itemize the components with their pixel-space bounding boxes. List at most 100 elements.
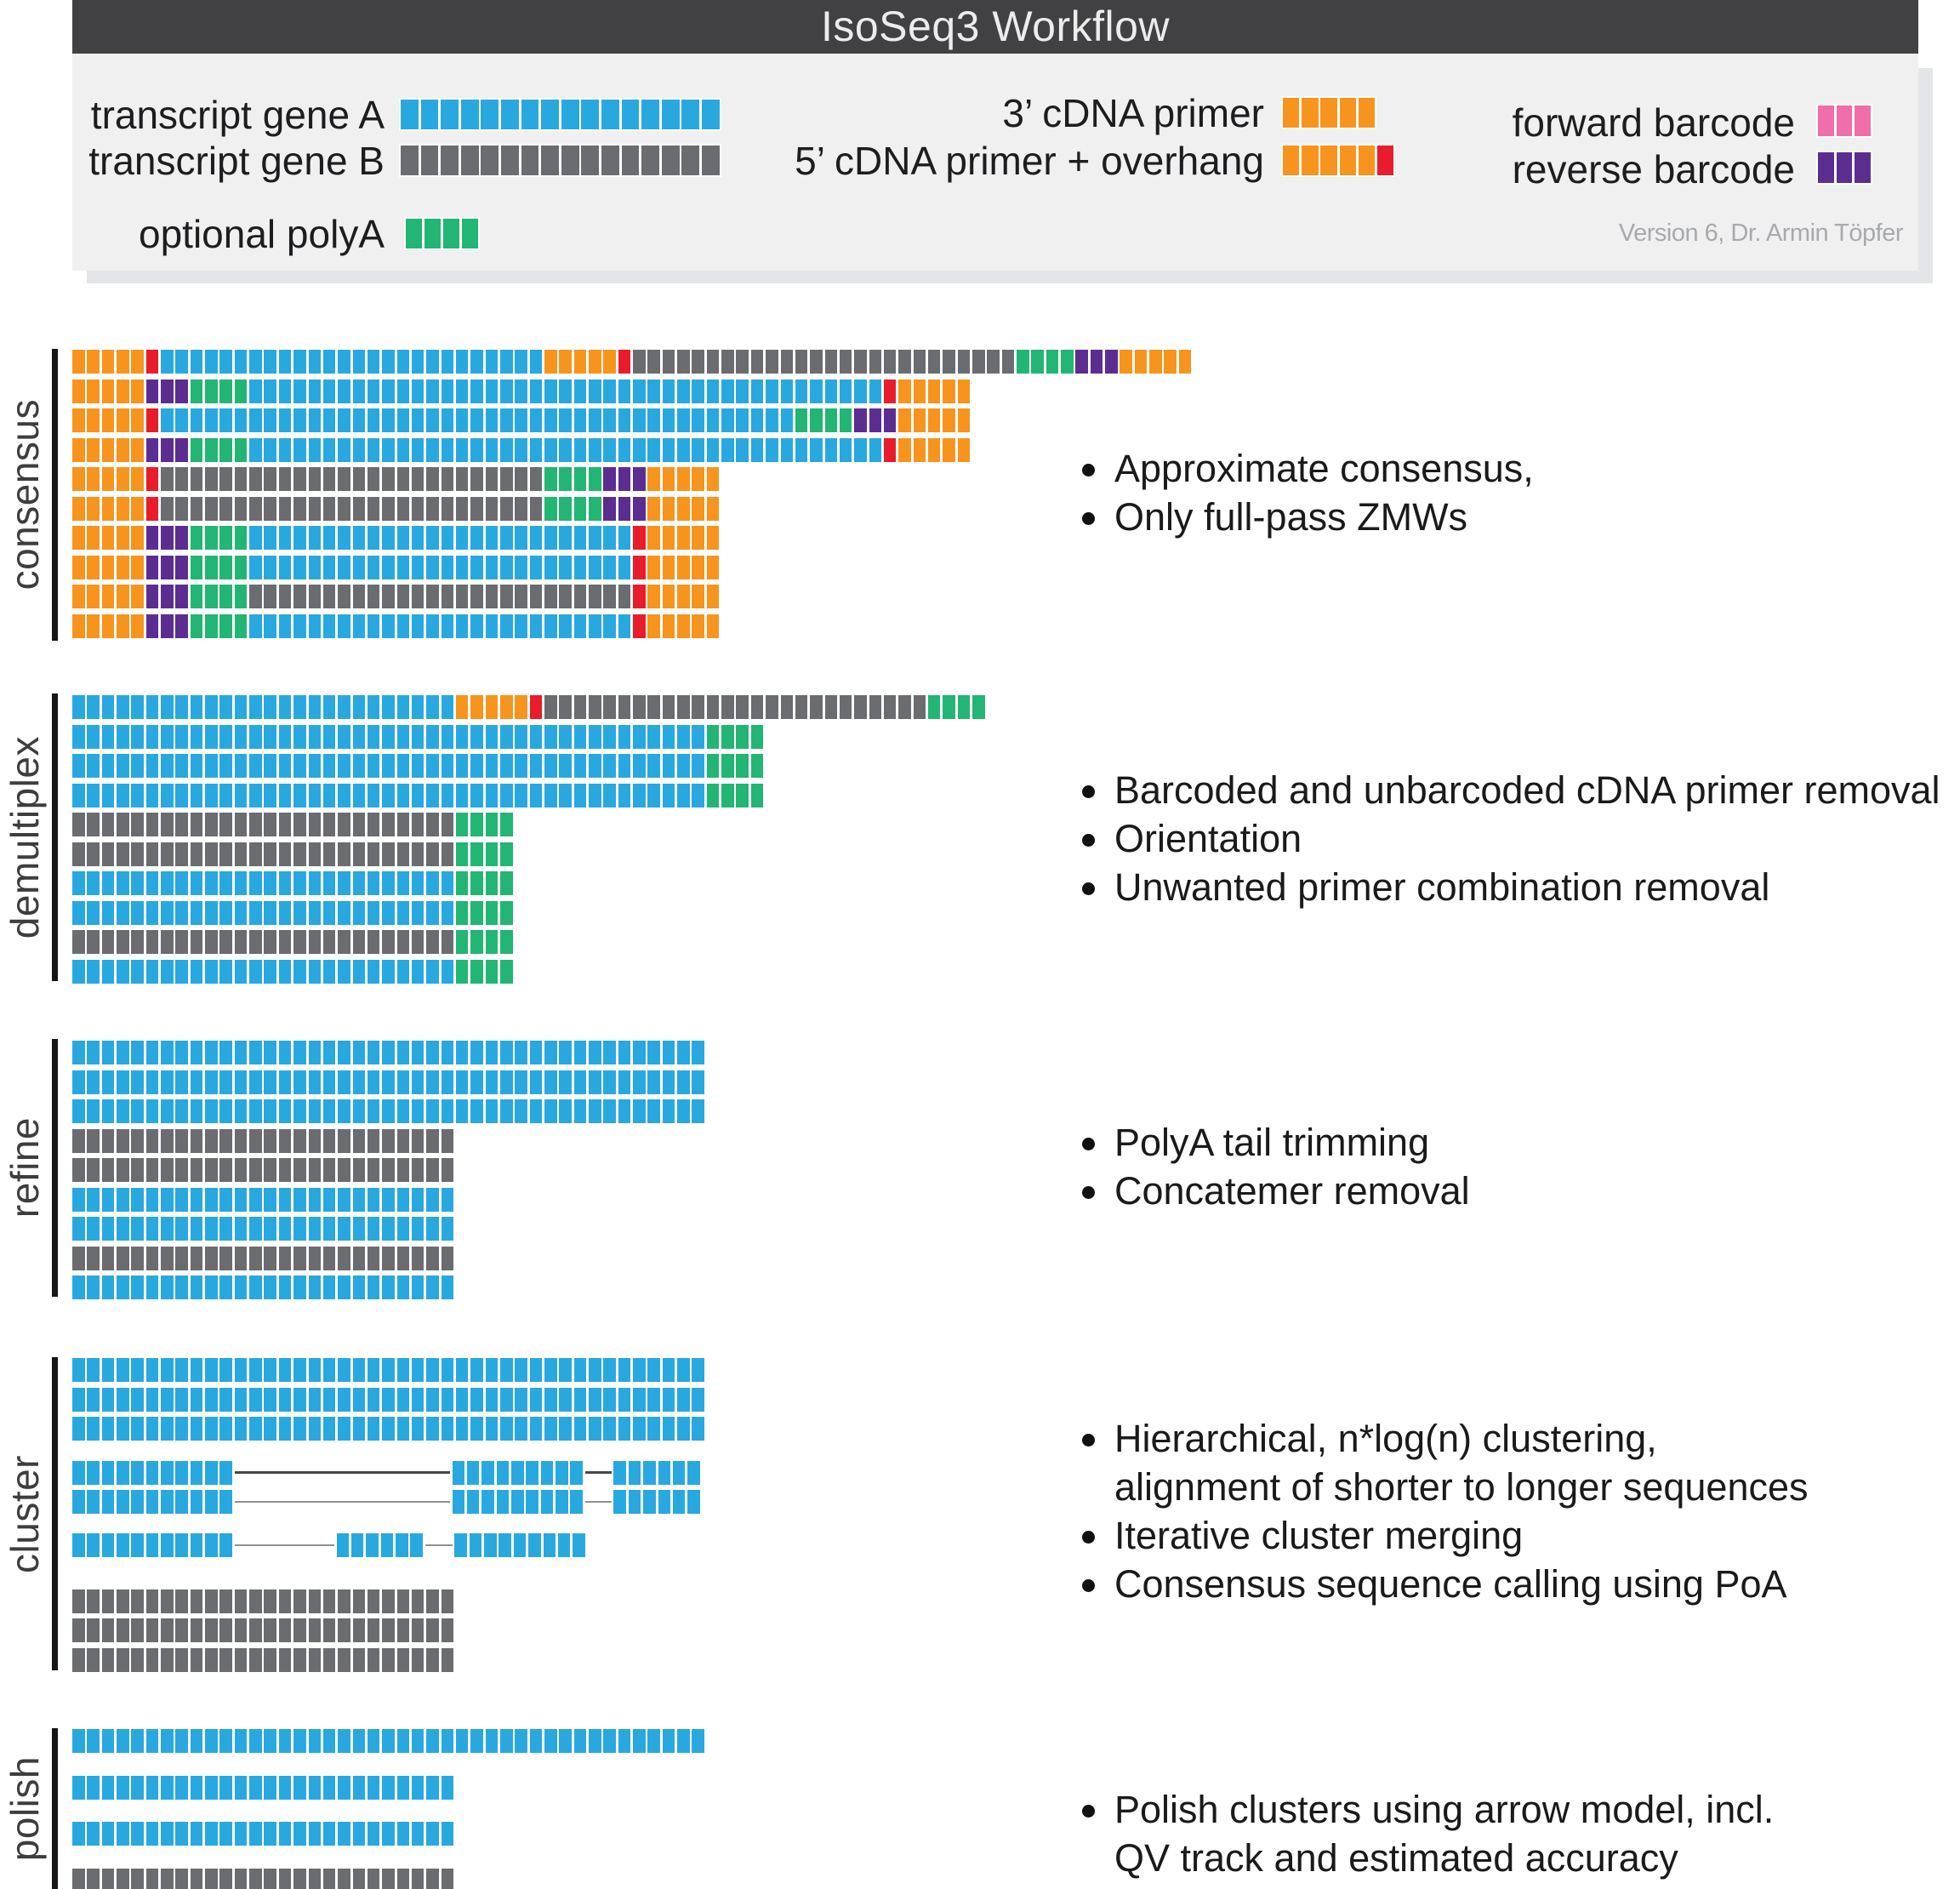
blue-square: [367, 379, 380, 403]
gray-square: [662, 350, 675, 374]
blue-square: [454, 1533, 467, 1557]
blue-square: [190, 350, 203, 374]
section-bar-refine: [52, 1039, 58, 1297]
blue-square: [161, 695, 174, 719]
blue-square: [426, 900, 439, 925]
gray-square: [382, 585, 395, 608]
blue-square: [190, 1217, 203, 1241]
blue-square: [589, 1387, 601, 1412]
gray-square: [190, 467, 203, 491]
gray-square: [352, 585, 366, 608]
blue-square: [736, 408, 749, 432]
gray-square: [411, 1158, 424, 1182]
blue-square: [441, 1417, 454, 1441]
green-square: [589, 467, 601, 491]
blue-square: [618, 1099, 631, 1123]
green-square: [736, 724, 749, 749]
section-label-cluster: cluster: [3, 1454, 47, 1573]
gray-square: [441, 1128, 454, 1153]
blue-square: [219, 1358, 232, 1382]
green-square: [205, 379, 218, 403]
green-square: [234, 526, 248, 550]
gray-square: [249, 585, 262, 608]
blue-square: [322, 724, 336, 749]
blue-square: [87, 1099, 100, 1123]
gray-square: [426, 1647, 439, 1672]
demultiplex-read-row-9: [72, 930, 513, 954]
blue-square: [470, 754, 483, 778]
blue-square: [175, 1187, 188, 1212]
blue-square: [411, 1417, 424, 1441]
orange-square: [1320, 146, 1337, 175]
gray-square: [470, 585, 483, 608]
blue-square: [647, 1387, 660, 1412]
blue-square: [352, 724, 366, 749]
blue-square: [750, 437, 764, 462]
blue-square: [499, 1533, 512, 1557]
blue-square: [190, 1490, 203, 1514]
gray-square: [161, 1618, 174, 1642]
blue-square: [352, 783, 366, 808]
blue-square: [117, 1460, 129, 1485]
gray-square: [234, 930, 248, 954]
gray-square: [190, 496, 203, 521]
blue-square: [101, 1099, 115, 1123]
gray-square: [293, 467, 306, 491]
green-square: [499, 871, 513, 895]
gray-square: [633, 695, 646, 719]
blue-square: [367, 350, 380, 374]
blue-square: [205, 695, 218, 719]
gray-square: [205, 813, 218, 836]
blue-square: [573, 1417, 587, 1441]
blue-square: [249, 1358, 262, 1382]
blue-square: [396, 526, 410, 550]
gray-square: [352, 842, 366, 866]
blue-square: [603, 783, 616, 808]
blue-square: [677, 1070, 690, 1094]
orange-square: [87, 379, 100, 403]
green-square: [219, 526, 232, 550]
blue-square: [350, 1533, 364, 1557]
blue-square: [234, 1099, 248, 1123]
gray-square: [367, 496, 380, 521]
gray-square: [308, 1246, 322, 1270]
blue-square: [219, 783, 232, 808]
gray-square: [441, 585, 454, 608]
blue-square: [485, 1041, 499, 1064]
blue-square: [499, 555, 513, 579]
gray-square: [382, 930, 395, 954]
blue-square: [190, 1358, 203, 1382]
blue-square: [526, 1490, 538, 1514]
blue-square: [382, 1729, 395, 1753]
blue-square: [647, 1041, 660, 1064]
blue-square: [662, 1417, 675, 1441]
green-square: [706, 783, 720, 808]
orange-square: [677, 496, 690, 521]
green-square: [205, 613, 218, 638]
green-square: [406, 219, 423, 248]
purple-square: [161, 437, 174, 462]
blue-square: [249, 526, 262, 550]
gray-square: [249, 467, 262, 491]
blue-square: [219, 724, 232, 749]
legend-label-reverse-barcode: reverse barcode: [1512, 147, 1795, 191]
blue-square: [338, 555, 350, 579]
green-square: [234, 585, 248, 608]
blue-square: [219, 1276, 232, 1299]
blue-square: [662, 1729, 675, 1753]
orange-square: [87, 526, 100, 550]
demultiplex-read-row-10: [72, 959, 513, 984]
blue-square: [367, 1417, 380, 1441]
blue-square: [529, 350, 543, 374]
gray-square: [264, 1589, 277, 1613]
blue-square: [322, 1729, 336, 1753]
blue-square: [101, 1822, 115, 1846]
refine-read-row-9: [72, 1276, 454, 1299]
section-bar-polish: [52, 1728, 58, 1889]
orange-square: [898, 437, 911, 462]
blue-square: [264, 1217, 277, 1241]
blue-square: [264, 526, 277, 550]
orange-square: [485, 695, 499, 719]
blue-square: [190, 754, 203, 778]
blue-square: [131, 1460, 144, 1485]
